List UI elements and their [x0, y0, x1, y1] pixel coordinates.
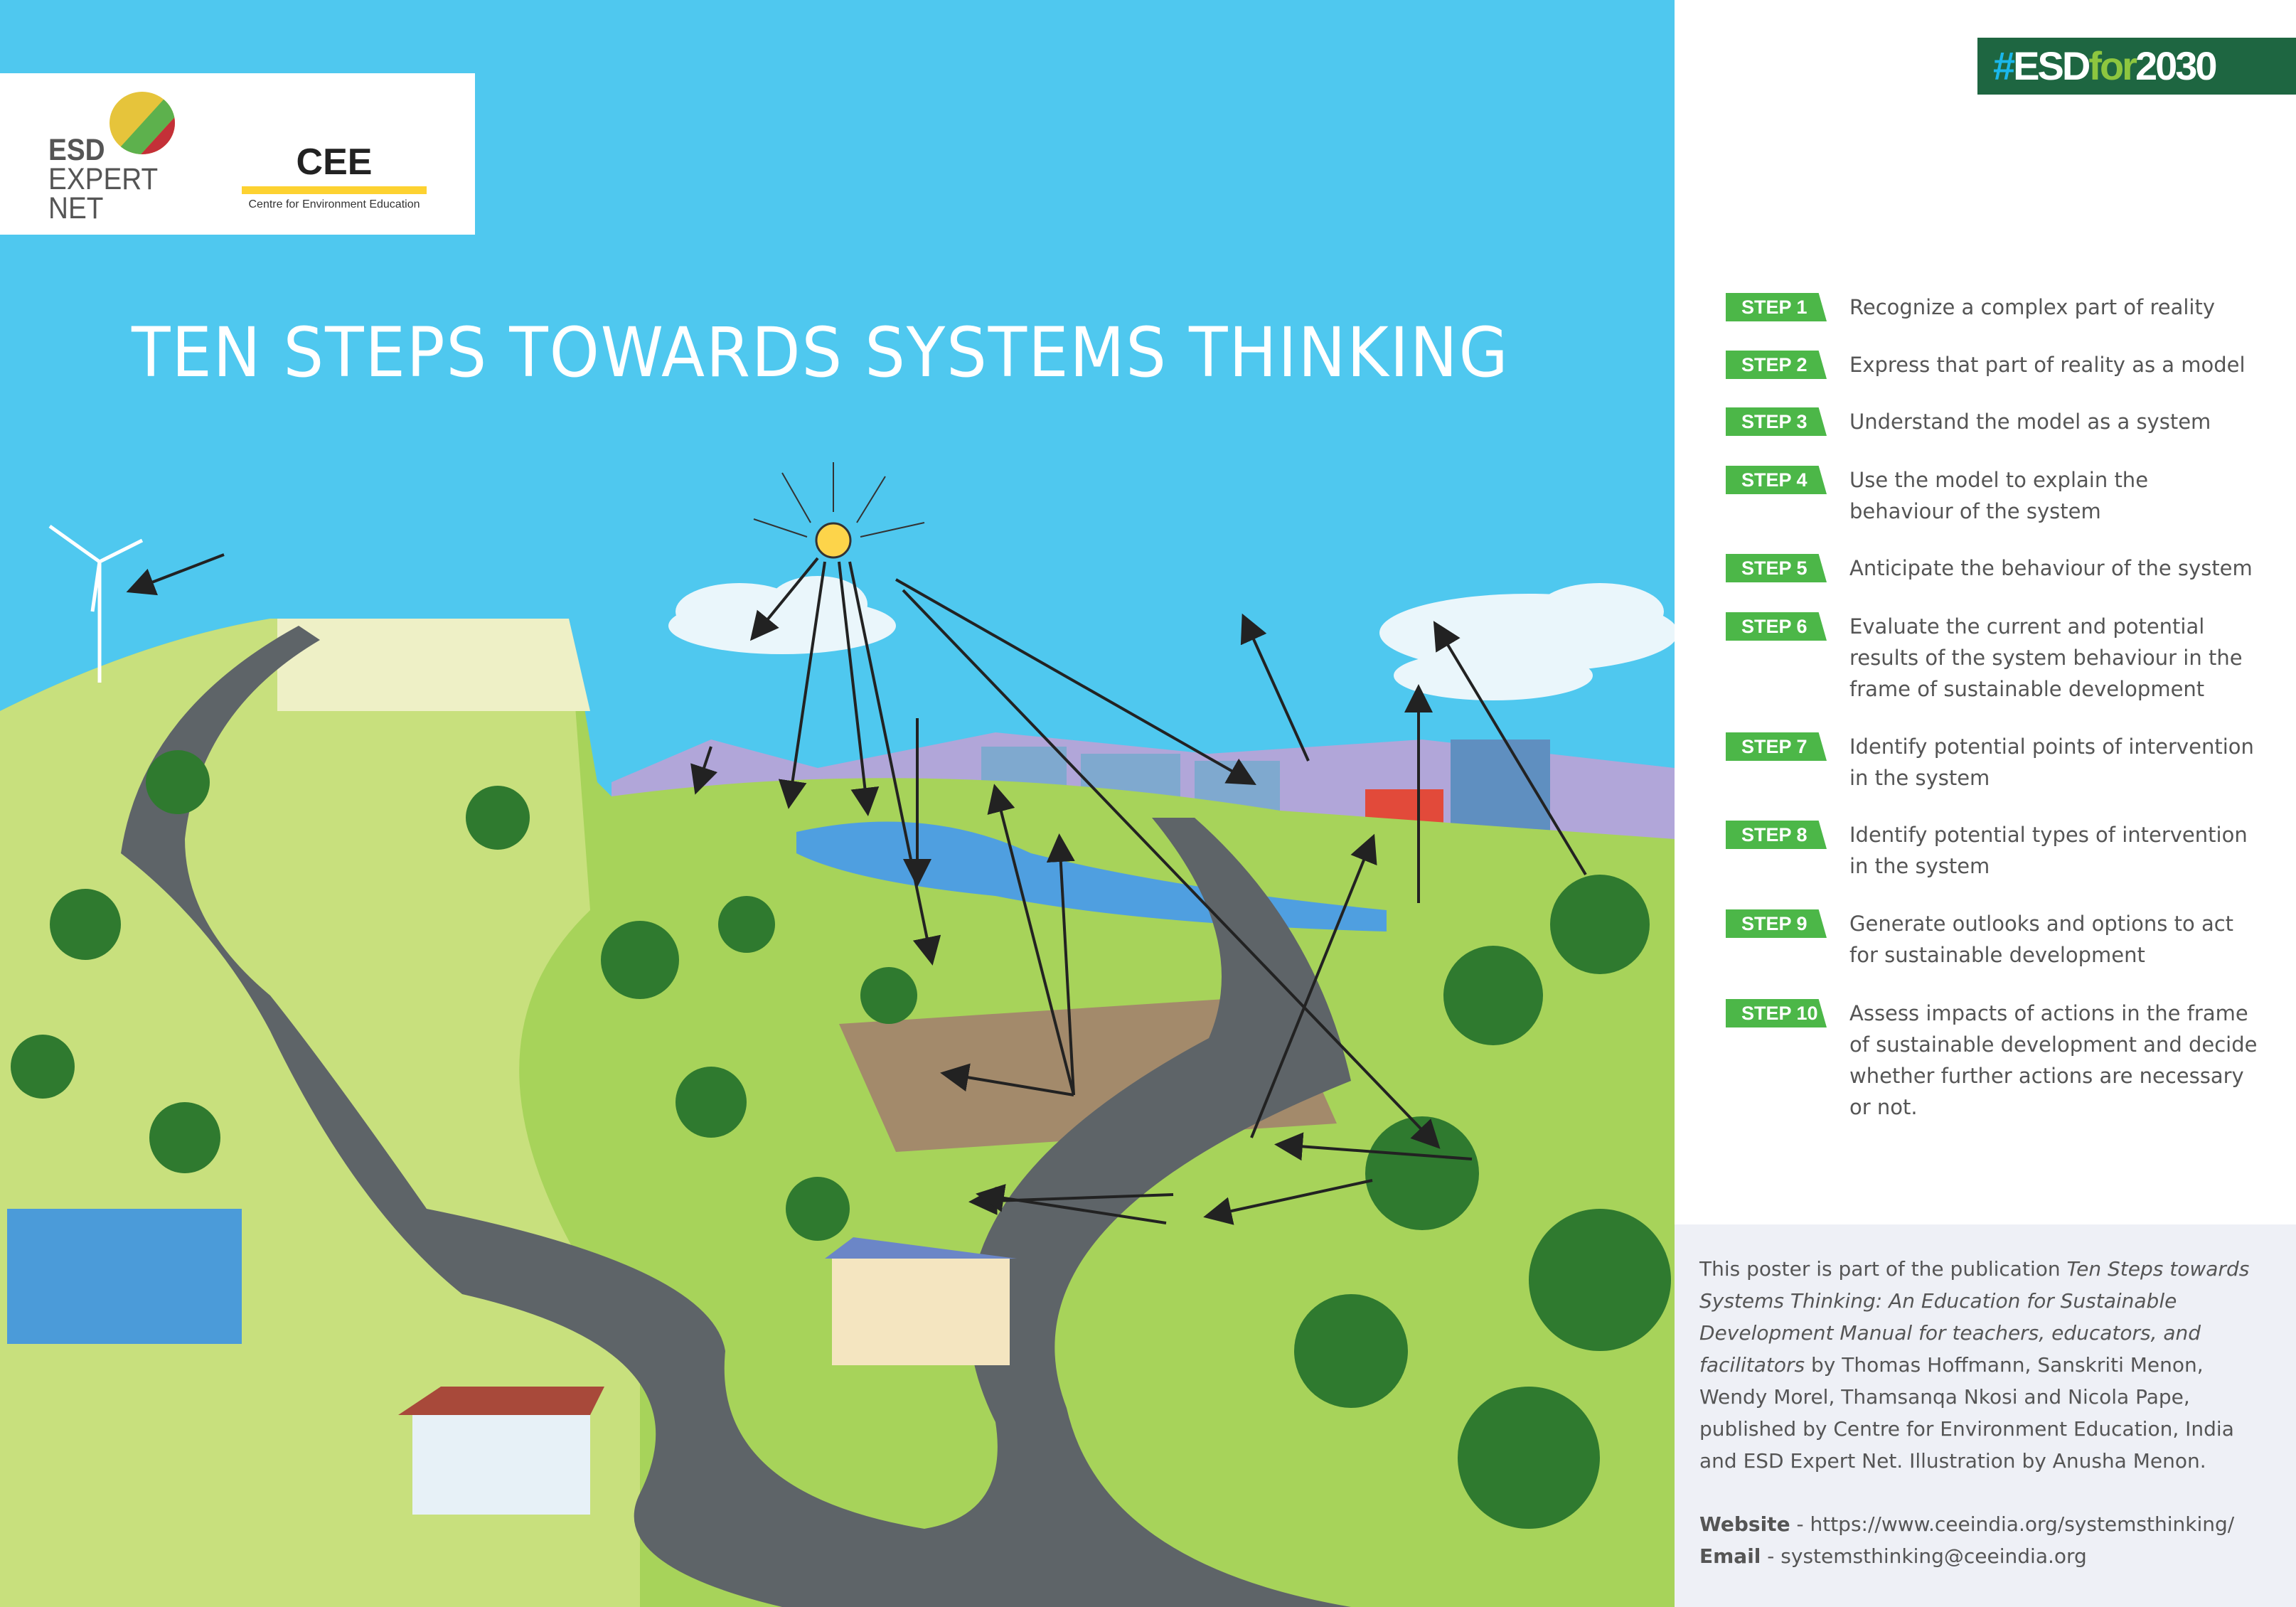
step-item: STEP 10 Assess impacts of actions in the … [1726, 998, 2262, 1123]
credits-intro: This poster is part of the publication [1699, 1257, 2067, 1281]
step-item: STEP 9 Generate outlooks and options to a… [1726, 908, 2248, 971]
step-text: Identify potential points of interventio… [1849, 735, 2254, 790]
step-text: Assess impacts of actions in the frame o… [1849, 1001, 2258, 1119]
website-label: Website [1699, 1512, 1790, 1536]
systems-illustration: ESD EXPERT NET CEE Centre for Environmen… [0, 0, 1675, 1607]
hashtag-hash: # [1993, 43, 2015, 88]
step-text: Evaluate the current and potential resul… [1849, 614, 2243, 701]
esd-logo-line3: NET [48, 191, 104, 225]
step-badge: STEP 10 [1726, 999, 1827, 1027]
step-badge: STEP 6 [1726, 612, 1827, 641]
step-item: STEP 2 Express that part of reality as a … [1726, 349, 2276, 380]
hashtag-banner: #ESDfor2030 [1977, 38, 2296, 95]
esd-logo-line1: ESD [48, 133, 105, 167]
esd-expert-net-logo: ESD EXPERT NET [48, 133, 159, 225]
email-label: Email [1699, 1544, 1761, 1568]
poster-title: TEN STEPS TOWARDS SYSTEMS THINKING [132, 313, 1510, 393]
step-item: STEP 4 Use the model to explain the behav… [1726, 464, 2191, 527]
contact-info: Website - https://www.ceeindia.org/syste… [1699, 1508, 2275, 1572]
step-badge: STEP 2 [1726, 351, 1827, 379]
road [121, 626, 1351, 1607]
sun-icon [753, 462, 925, 559]
step-item: STEP 7 Identify potential points of inter… [1726, 731, 2269, 794]
website-link[interactable]: - https://www.ceeindia.org/systemsthinki… [1790, 1512, 2235, 1536]
school-building [832, 1259, 1010, 1365]
house [412, 1415, 590, 1515]
step-item: STEP 5 Anticipate the behaviour of the sy… [1726, 552, 2276, 584]
step-item: STEP 3 Understand the model as a system [1726, 406, 2276, 437]
step-item: STEP 1 Recognize a complex part of realit… [1726, 292, 2276, 323]
pond [7, 1209, 242, 1344]
cee-subtitle: Centre for Environment Education [248, 198, 420, 210]
hashtag-esd: ESD [2013, 43, 2091, 88]
step-badge: STEP 7 [1726, 732, 1827, 761]
book-title: Ten Steps towards Systems Thinking: An E… [1699, 1257, 2250, 1377]
wind-turbine-icon [48, 524, 144, 683]
trees [11, 750, 1671, 1529]
publication-info: This poster is part of the publication T… [1675, 1224, 2296, 1607]
step-text: Recognize a complex part of reality [1849, 295, 2216, 319]
step-text: Identify potential types of intervention… [1849, 823, 2248, 878]
step-badge: STEP 5 [1726, 554, 1827, 582]
step-badge: STEP 3 [1726, 407, 1827, 436]
step-badge: STEP 8 [1726, 821, 1827, 849]
partner-logos: ESD EXPERT NET CEE Centre for Environmen… [0, 73, 475, 235]
step-text: Express that part of reality as a model [1849, 353, 2246, 377]
email-link[interactable]: - systemsthinking@ceeindia.org [1761, 1544, 2087, 1568]
cee-logo: CEE Centre for Environment Education [242, 141, 427, 211]
step-badge: STEP 4 [1726, 466, 1827, 494]
landscape-illustration [0, 462, 1675, 1607]
credits-authors: by Thomas Hoffmann, Sanskriti Menon, Wen… [1699, 1353, 2234, 1473]
step-text: Anticipate the behaviour of the system [1849, 556, 2253, 580]
step-badge: STEP 9 [1726, 909, 1827, 938]
hashtag-2030: 2030 [2135, 43, 2218, 88]
hashtag-for: for [2088, 43, 2137, 88]
step-badge: STEP 1 [1726, 293, 1827, 321]
esd-logo-line2: EXPERT [48, 162, 159, 196]
step-text: Use the model to explain the behaviour o… [1849, 468, 2149, 523]
step-text: Generate outlooks and options to act for… [1849, 912, 2234, 967]
esd-globe-logo-icon [110, 92, 175, 154]
feedback-arrows [126, 553, 1587, 1225]
cee-yellow-bar [242, 186, 427, 194]
publication-credits: This poster is part of the publication T… [1699, 1253, 2275, 1477]
cee-name: CEE [296, 142, 373, 183]
step-item: STEP 8 Identify potential types of interv… [1726, 819, 2269, 882]
step-text: Understand the model as a system [1849, 410, 2211, 434]
step-item: STEP 6 Evaluate the current and potential… [1726, 611, 2248, 705]
